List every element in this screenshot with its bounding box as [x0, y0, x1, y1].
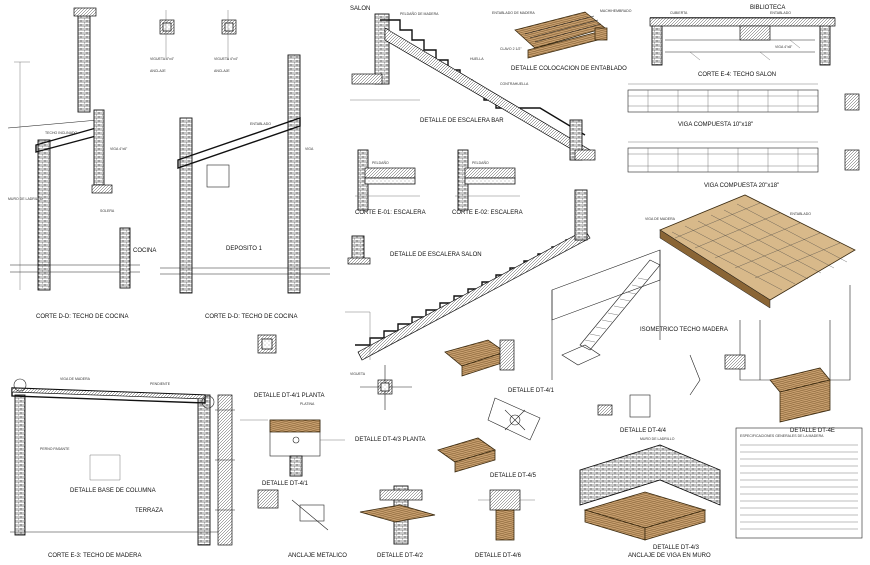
- svg-text:ENTABLADO: ENTABLADO: [250, 122, 271, 126]
- svg-text:MURO DE LADRILLO: MURO DE LADRILLO: [640, 437, 675, 441]
- title-especificaciones: ESPECIFICACIONES GENERALES DE LA MADERA: [740, 434, 824, 438]
- title-dt44: DETALLE DT-4/4: [620, 428, 667, 434]
- title-entablado: DETALLE COLOCACION DE ENTABLADO: [511, 66, 627, 72]
- svg-text:CLAVO 2 1/2": CLAVO 2 1/2": [500, 47, 522, 51]
- title-escalera-salon: DETALLE DE ESCALERA SALON: [390, 252, 482, 258]
- svg-text:TECHO INCLINADO: TECHO INCLINADO: [45, 131, 78, 135]
- svg-text:CONTRAHUELLA: CONTRAHUELLA: [500, 82, 529, 86]
- svg-text:PERNO PASANTE: PERNO PASANTE: [40, 447, 70, 451]
- viga-compuesta-10: [627, 83, 860, 113]
- anclaje-metalico: [215, 394, 329, 546]
- title-escalera-bar: DETALLE DE ESCALERA BAR: [420, 118, 504, 124]
- title-corte-e4: CORTE E-4: TECHO SALON: [698, 72, 776, 78]
- svg-text:VIGA DE MADERA: VIGA DE MADERA: [60, 377, 91, 381]
- svg-text:VIGA 4"x8": VIGA 4"x8": [775, 45, 793, 49]
- dt4e-detail: [689, 354, 831, 423]
- room-label-cocina: COCINA: [133, 248, 156, 254]
- title-anclaje-viga: ANCLAJE DE VIGA EN MURO: [628, 553, 711, 559]
- title-base-columna: DETALLE BASE DE COLUMNA: [70, 488, 156, 494]
- svg-text:VIGA: VIGA: [305, 147, 314, 151]
- specifications-box: [735, 427, 863, 539]
- title-dt42b: DETALLE DT-4/2: [377, 553, 424, 559]
- svg-text:ENTABLADO: ENTABLADO: [770, 11, 791, 15]
- room-label-deposito: DEPOSITO 1: [226, 246, 263, 252]
- svg-text:VIGUETA: VIGUETA: [350, 372, 366, 376]
- wood-joint-details: [437, 339, 541, 473]
- svg-text:ANCLAJE: ANCLAJE: [150, 69, 166, 73]
- title-dt41-planta: DETALLE DT-4/1 PLANTA: [254, 393, 324, 399]
- svg-text:ENTABLADO DE MADERA: ENTABLADO DE MADERA: [492, 11, 535, 15]
- dt41-planta: PLATINA: [240, 334, 345, 509]
- room-label-biblioteca: BIBLIOTECA: [750, 5, 785, 11]
- svg-text:SOLERA: SOLERA: [100, 209, 115, 213]
- dt46-detail: [478, 489, 535, 541]
- title-corte-dd-2: CORTE D-D: TECHO DE COCINA: [205, 314, 297, 320]
- svg-text:CUBIERTA: CUBIERTA: [670, 11, 688, 15]
- title-dt43-planta: DETALLE DT-4/3 PLANTA: [355, 437, 425, 443]
- title-corte-e3: CORTE E-3: TECHO DE MADERA: [48, 553, 141, 559]
- title-viga-10: VIGA COMPUESTA 10"x18": [678, 122, 753, 128]
- svg-text:PELDAÑO: PELDAÑO: [472, 160, 489, 165]
- svg-text:VIGA 4"x6": VIGA 4"x6": [110, 147, 128, 151]
- svg-text:VIGUETA 4"x4": VIGUETA 4"x4": [150, 57, 175, 61]
- title-corte-dd: CORTE D-D: TECHO DE COCINA: [36, 314, 128, 320]
- viga-compuesta-20: [627, 141, 860, 173]
- title-dt46: DETALLE DT-4/6: [475, 553, 522, 559]
- corte-e3: VIGA DE MADERA PENDIENTE PERNO PASANTE: [10, 377, 220, 546]
- anclaje-viga-muro: MURO DE LADRILLO: [579, 394, 721, 541]
- title-anclaje: ANCLAJE METALICO: [288, 553, 347, 559]
- title-dt45: DETALLE DT-4/5: [490, 473, 537, 479]
- svg-text:HUELLA: HUELLA: [470, 57, 484, 61]
- column-details: VIGUETA 4"x4" VIGUETA 4"x4" ANCLAJE ANCL…: [150, 10, 239, 73]
- corte-e01-e02: PELDAÑO PELDAÑO: [355, 149, 520, 211]
- corte-dd-section: TECHO INCLINADO VIGA 4"x6" MURO DE LADRI…: [7, 7, 140, 291]
- svg-text:PLATINA: PLATINA: [300, 402, 315, 406]
- svg-text:MACHIHEMBRADO: MACHIHEMBRADO: [600, 9, 632, 13]
- svg-text:PELDAÑO: PELDAÑO: [372, 160, 389, 165]
- title-corte-e02: CORTE E-02: ESCALERA: [452, 210, 523, 216]
- title-dt41b: DETALLE DT-4/1: [508, 388, 555, 394]
- title-viga-20: VIGA COMPUESTA 20"x18": [704, 183, 779, 189]
- dt43-planta: VIGUETA: [350, 365, 412, 410]
- room-label-salon: SALON: [350, 6, 370, 12]
- title-isometrico: ISOMETRICO TECHO MADERA: [640, 327, 728, 333]
- svg-text:MURO DE LADRILLO: MURO DE LADRILLO: [8, 197, 43, 201]
- svg-text:VIGUETA 4"x4": VIGUETA 4"x4": [214, 57, 239, 61]
- escalera-bar: PELDAÑO DE MADERA HUELLA CONTRAHUELLA: [350, 11, 596, 161]
- svg-text:PENDIENTE: PENDIENTE: [150, 382, 171, 386]
- dt42-detail: [359, 485, 436, 545]
- label-terraza: TERRAZA: [135, 508, 163, 514]
- svg-text:VIGA DE MADERA: VIGA DE MADERA: [645, 217, 676, 221]
- title-dt41: DETALLE DT-4/1: [262, 481, 309, 487]
- entablado-detail: ENTABLADO DE MADERA MACHIHEMBRADO CLAVO …: [492, 9, 632, 59]
- title-dt43: DETALLE DT-4/3: [653, 545, 700, 551]
- corte-dd-deposito: ENTABLADO VIGA: [160, 54, 330, 294]
- svg-text:PELDAÑO DE MADERA: PELDAÑO DE MADERA: [400, 11, 439, 16]
- isometrico-techo: VIGA DE MADERA ENTABLADO: [551, 194, 856, 381]
- svg-text:ANCLAJE: ANCLAJE: [214, 69, 230, 73]
- escalera-salon: [345, 189, 591, 361]
- title-dt4e: DETALLE DT-4E: [790, 428, 835, 434]
- title-corte-e01: CORTE E-01: ESCALERA: [355, 210, 426, 216]
- corte-e4: CUBIERTA ENTABLADO VIGA 4"x8": [649, 11, 836, 66]
- svg-text:ENTABLADO: ENTABLADO: [790, 212, 811, 216]
